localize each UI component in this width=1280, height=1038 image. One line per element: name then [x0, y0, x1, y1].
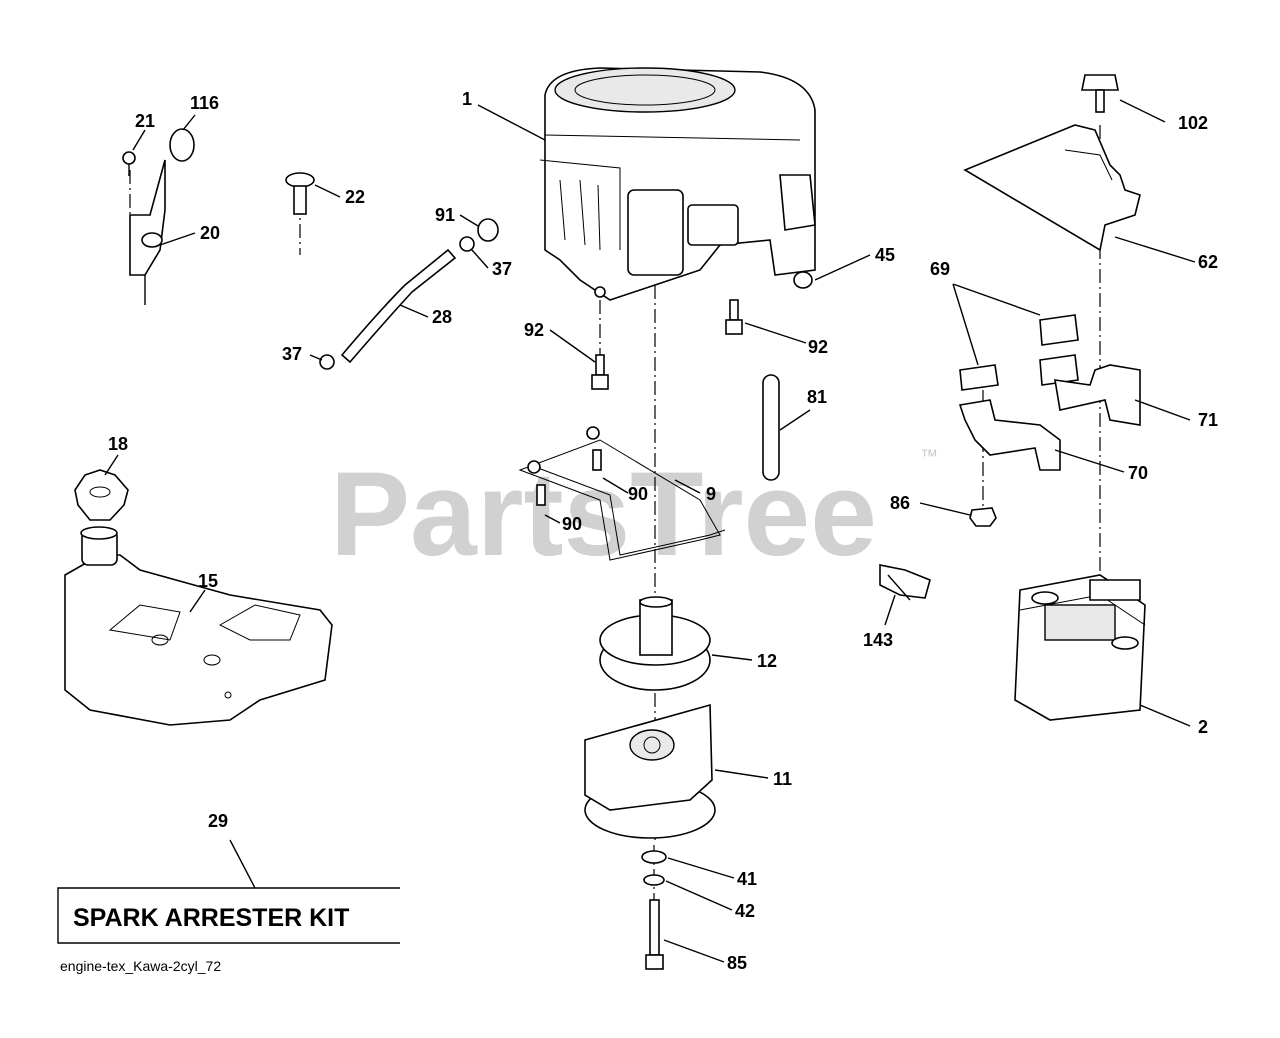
- callout-21: 21: [135, 111, 155, 131]
- spark-arrester-kit-box[interactable]: SPARK ARRESTER KIT: [57, 887, 400, 944]
- dipstick-part-22[interactable]: [285, 172, 315, 215]
- callout-86: 86: [890, 493, 910, 513]
- callout-85: 85: [727, 953, 747, 973]
- muffler-part-2[interactable]: [1014, 574, 1146, 721]
- callout-15: 15: [198, 571, 218, 591]
- callout-18: 18: [108, 434, 128, 454]
- callout-90-left: 90: [562, 514, 582, 534]
- callout-71: 71: [1198, 410, 1218, 430]
- callout-45: 45: [875, 245, 895, 265]
- leader-lines: [104, 99, 1196, 963]
- callout-9: 9: [706, 484, 716, 504]
- shield-part-62[interactable]: [963, 124, 1141, 252]
- clutch-fasteners[interactable]: [641, 850, 667, 970]
- engine-part-1[interactable]: [539, 67, 816, 301]
- callout-42: 42: [735, 901, 755, 921]
- callout-116: 116: [190, 93, 219, 113]
- callout-70: 70: [1128, 463, 1148, 483]
- callout-37-lower: 37: [282, 344, 302, 364]
- callout-20: 20: [200, 223, 220, 243]
- callouts: 1 2 9 11 12 15 18 20 21 22 28 29 37 37 4…: [108, 89, 1218, 973]
- callout-81: 81: [807, 387, 827, 407]
- nut-part-86[interactable]: [969, 507, 997, 527]
- pulley-part-12[interactable]: [599, 596, 711, 691]
- callout-11: 11: [773, 769, 792, 789]
- fuel-tank-part-15[interactable]: [64, 526, 333, 726]
- throttle-assembly[interactable]: [122, 128, 195, 305]
- engine-fasteners[interactable]: [591, 271, 813, 390]
- watermark: PartsTree ™: [330, 446, 938, 581]
- callout-29: 29: [208, 811, 228, 831]
- callout-22: 22: [345, 187, 365, 207]
- spark-arrester-kit-label: SPARK ARRESTER KIT: [73, 904, 349, 932]
- switch-part-143[interactable]: [879, 564, 931, 601]
- watermark-trademark: ™: [920, 446, 938, 466]
- rod-part-81[interactable]: [762, 374, 780, 481]
- callout-92-right: 92: [808, 337, 828, 357]
- callout-62: 62: [1198, 252, 1218, 272]
- callout-69: 69: [930, 259, 950, 279]
- callout-143: 143: [863, 630, 893, 650]
- bracket-part-9[interactable]: [518, 426, 726, 561]
- fuel-hose-part-28[interactable]: [319, 218, 499, 370]
- clutch-part-11[interactable]: [584, 703, 716, 839]
- watermark-text: PartsTree: [330, 447, 877, 581]
- callout-41: 41: [737, 869, 757, 889]
- knob-part-102[interactable]: [1081, 74, 1119, 113]
- callout-92-left: 92: [524, 320, 544, 340]
- diagram-reference: engine-tex_Kawa-2cyl_72: [60, 958, 221, 974]
- callout-28: 28: [432, 307, 452, 327]
- fuel-cap-part-18[interactable]: [74, 469, 129, 521]
- callout-37-upper: 37: [492, 259, 512, 279]
- callout-1: 1: [462, 89, 472, 109]
- callout-2: 2: [1198, 717, 1208, 737]
- callout-12: 12: [757, 651, 777, 671]
- exhaust-pipes[interactable]: [958, 314, 1141, 471]
- callout-102: 102: [1178, 113, 1208, 133]
- callout-91: 91: [435, 205, 455, 225]
- callout-90-right: 90: [628, 484, 648, 504]
